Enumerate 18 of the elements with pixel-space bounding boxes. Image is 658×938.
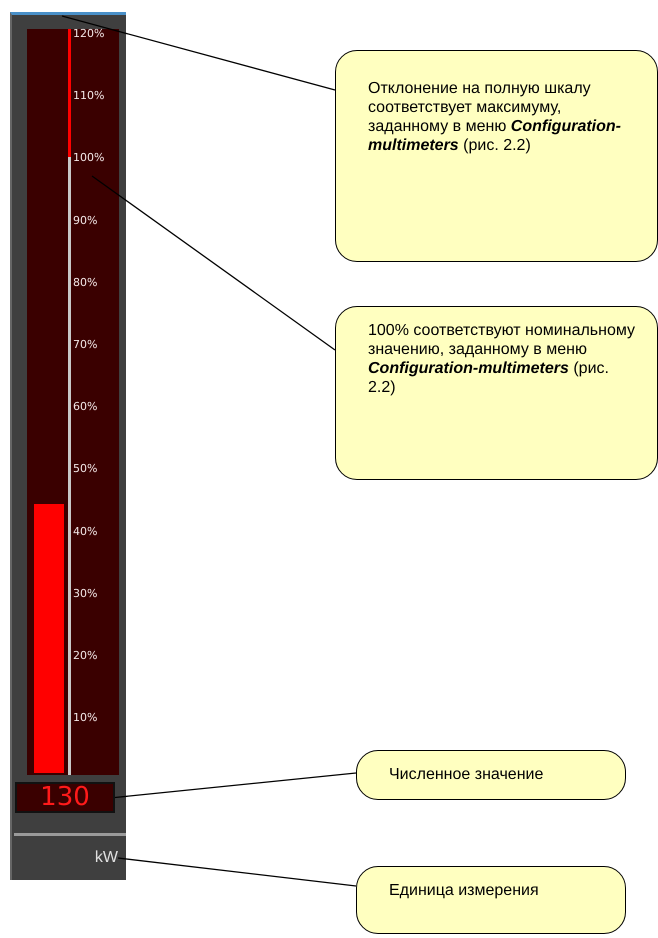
callout-box: Численное значение: [356, 750, 626, 800]
callout-box: Отклонение на полную шкалу соответствует максимуму, заданному в меню Configuration-multimeters (рис. 2.2): [335, 50, 658, 262]
scale-label: 90%: [73, 214, 98, 227]
scale-label: 110%: [73, 89, 104, 102]
scale-label: 30%: [73, 586, 98, 600]
scale-label: 40%: [73, 524, 98, 538]
scale-label: 80%: [73, 276, 98, 289]
scale-label: 100%: [73, 151, 104, 164]
scale-label: 120%: [73, 27, 104, 40]
scale-label: 50%: [73, 462, 98, 476]
scale-label: 20%: [73, 649, 98, 662]
scale-label: 60%: [73, 400, 98, 414]
callout-box: Единица измерения: [356, 866, 626, 934]
scale-label: 10%: [73, 711, 98, 724]
callout-box: 100% соответствуют номинальному значению, заданному в меню Configuration-multimeters (рис. 2.2): [335, 306, 658, 480]
scale-label: 70%: [73, 338, 98, 351]
unit-label: kW: [86, 846, 118, 870]
value-display: 130: [15, 782, 115, 813]
